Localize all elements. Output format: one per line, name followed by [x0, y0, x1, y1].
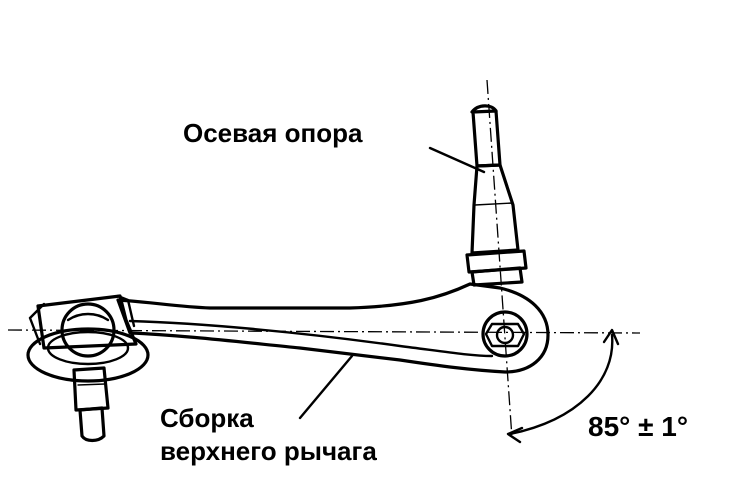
pivot-shaft: [465, 104, 528, 287]
angle-arrowhead-top: [602, 328, 620, 346]
angle-arrowhead-bottom: [506, 426, 524, 444]
vertical-axis-line: [486, 79, 513, 439]
upper-arm: [116, 282, 550, 374]
upper-arm-label-line1: Сборка: [160, 403, 254, 433]
angle-dimension: [506, 328, 620, 444]
angle-arc: [508, 333, 614, 436]
angle-label: 85° ± 1°: [588, 411, 688, 442]
pivot-leader: [428, 146, 486, 174]
arm-leader: [298, 354, 354, 420]
ball-joint: [26, 294, 150, 443]
pivot-support-label: Осевая опора: [183, 118, 363, 148]
upper-arm-label-line2: верхнего рычага: [160, 436, 377, 466]
leader-lines: [298, 146, 486, 420]
